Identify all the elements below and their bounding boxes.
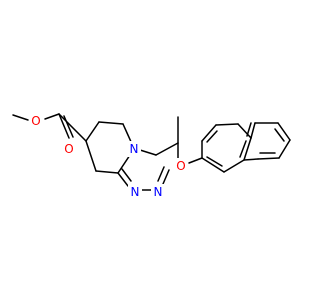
- bond-carbonyl-double: [58, 113, 70, 139]
- bond-nap-7-inner: [206, 156, 223, 167]
- label-bg-o-carbonyl: [62, 140, 76, 156]
- bond-nap-7: [201, 157, 225, 173]
- bond-nap-5: [243, 137, 252, 161]
- molecule-diagram: O O N N N O: [12, 111, 291, 200]
- bond-carbonyl-c-ring: [58, 113, 87, 142]
- bond-nap-8-inner: [246, 122, 252, 137]
- ether-linker: [155, 116, 203, 164]
- label-bg-n-bridge: [127, 141, 141, 157]
- bond-c8a-n1-double: [121, 168, 132, 182]
- bond-c5-n4: [122, 123, 133, 145]
- label-bg-n-ring-b: [151, 184, 165, 200]
- bond-c7-c8: [85, 140, 97, 172]
- bond-nap-8: [250, 122, 256, 139]
- bond-nap-10-inner: [274, 128, 285, 142]
- bond-nap-11: [278, 139, 291, 159]
- bond-c6-c5: [98, 121, 124, 125]
- bond-nap-12: [257, 157, 280, 160]
- bond-nap-2-inner: [206, 130, 218, 143]
- bond-c7-c6: [85, 121, 100, 142]
- bond-nap-2: [201, 124, 217, 142]
- bond-n2-c3: [157, 166, 165, 182]
- label-bg-o-ether: [174, 158, 188, 174]
- naphthalene-rings: [201, 122, 291, 173]
- atom-o-ester: O: [31, 114, 40, 128]
- bond-nap-10: [277, 122, 291, 141]
- bond-c3-n4: [139, 149, 157, 156]
- bond-o-naphthyl: [188, 157, 203, 164]
- atom-labels: O O N N N O: [29, 111, 188, 200]
- bond-c3-ch: [155, 142, 179, 156]
- atom-n-ring-b: N: [154, 185, 163, 199]
- tetrahydro-ring: [85, 121, 133, 174]
- bond-nap-6: [223, 159, 245, 173]
- bond-nap-5-inner: [239, 140, 247, 158]
- label-bg-n-ring-a: [128, 184, 142, 200]
- bond-nap-3: [215, 123, 239, 126]
- label-bg-o-ester: [29, 111, 43, 127]
- bond-nap-13: [243, 158, 259, 161]
- bond-o-carbonyl-c: [44, 113, 60, 120]
- methyl-ester-group: [12, 113, 87, 142]
- bond-c8-c8a: [95, 170, 119, 174]
- triazole-ring: [117, 149, 170, 191]
- atom-o-ether: O: [176, 159, 185, 173]
- atom-n-ring-a: N: [131, 185, 140, 199]
- bond-methyl-o: [12, 114, 29, 121]
- bond-c8a-n4: [117, 154, 131, 174]
- atom-o-carbonyl: O: [64, 142, 73, 156]
- atom-n-bridge: N: [130, 142, 139, 156]
- bond-n2-c3-double: [162, 169, 170, 185]
- bond-nap-4: [237, 123, 252, 139]
- structure-drawing: O O N N N O: [12, 111, 291, 200]
- bond-c8a-n1: [117, 172, 129, 187]
